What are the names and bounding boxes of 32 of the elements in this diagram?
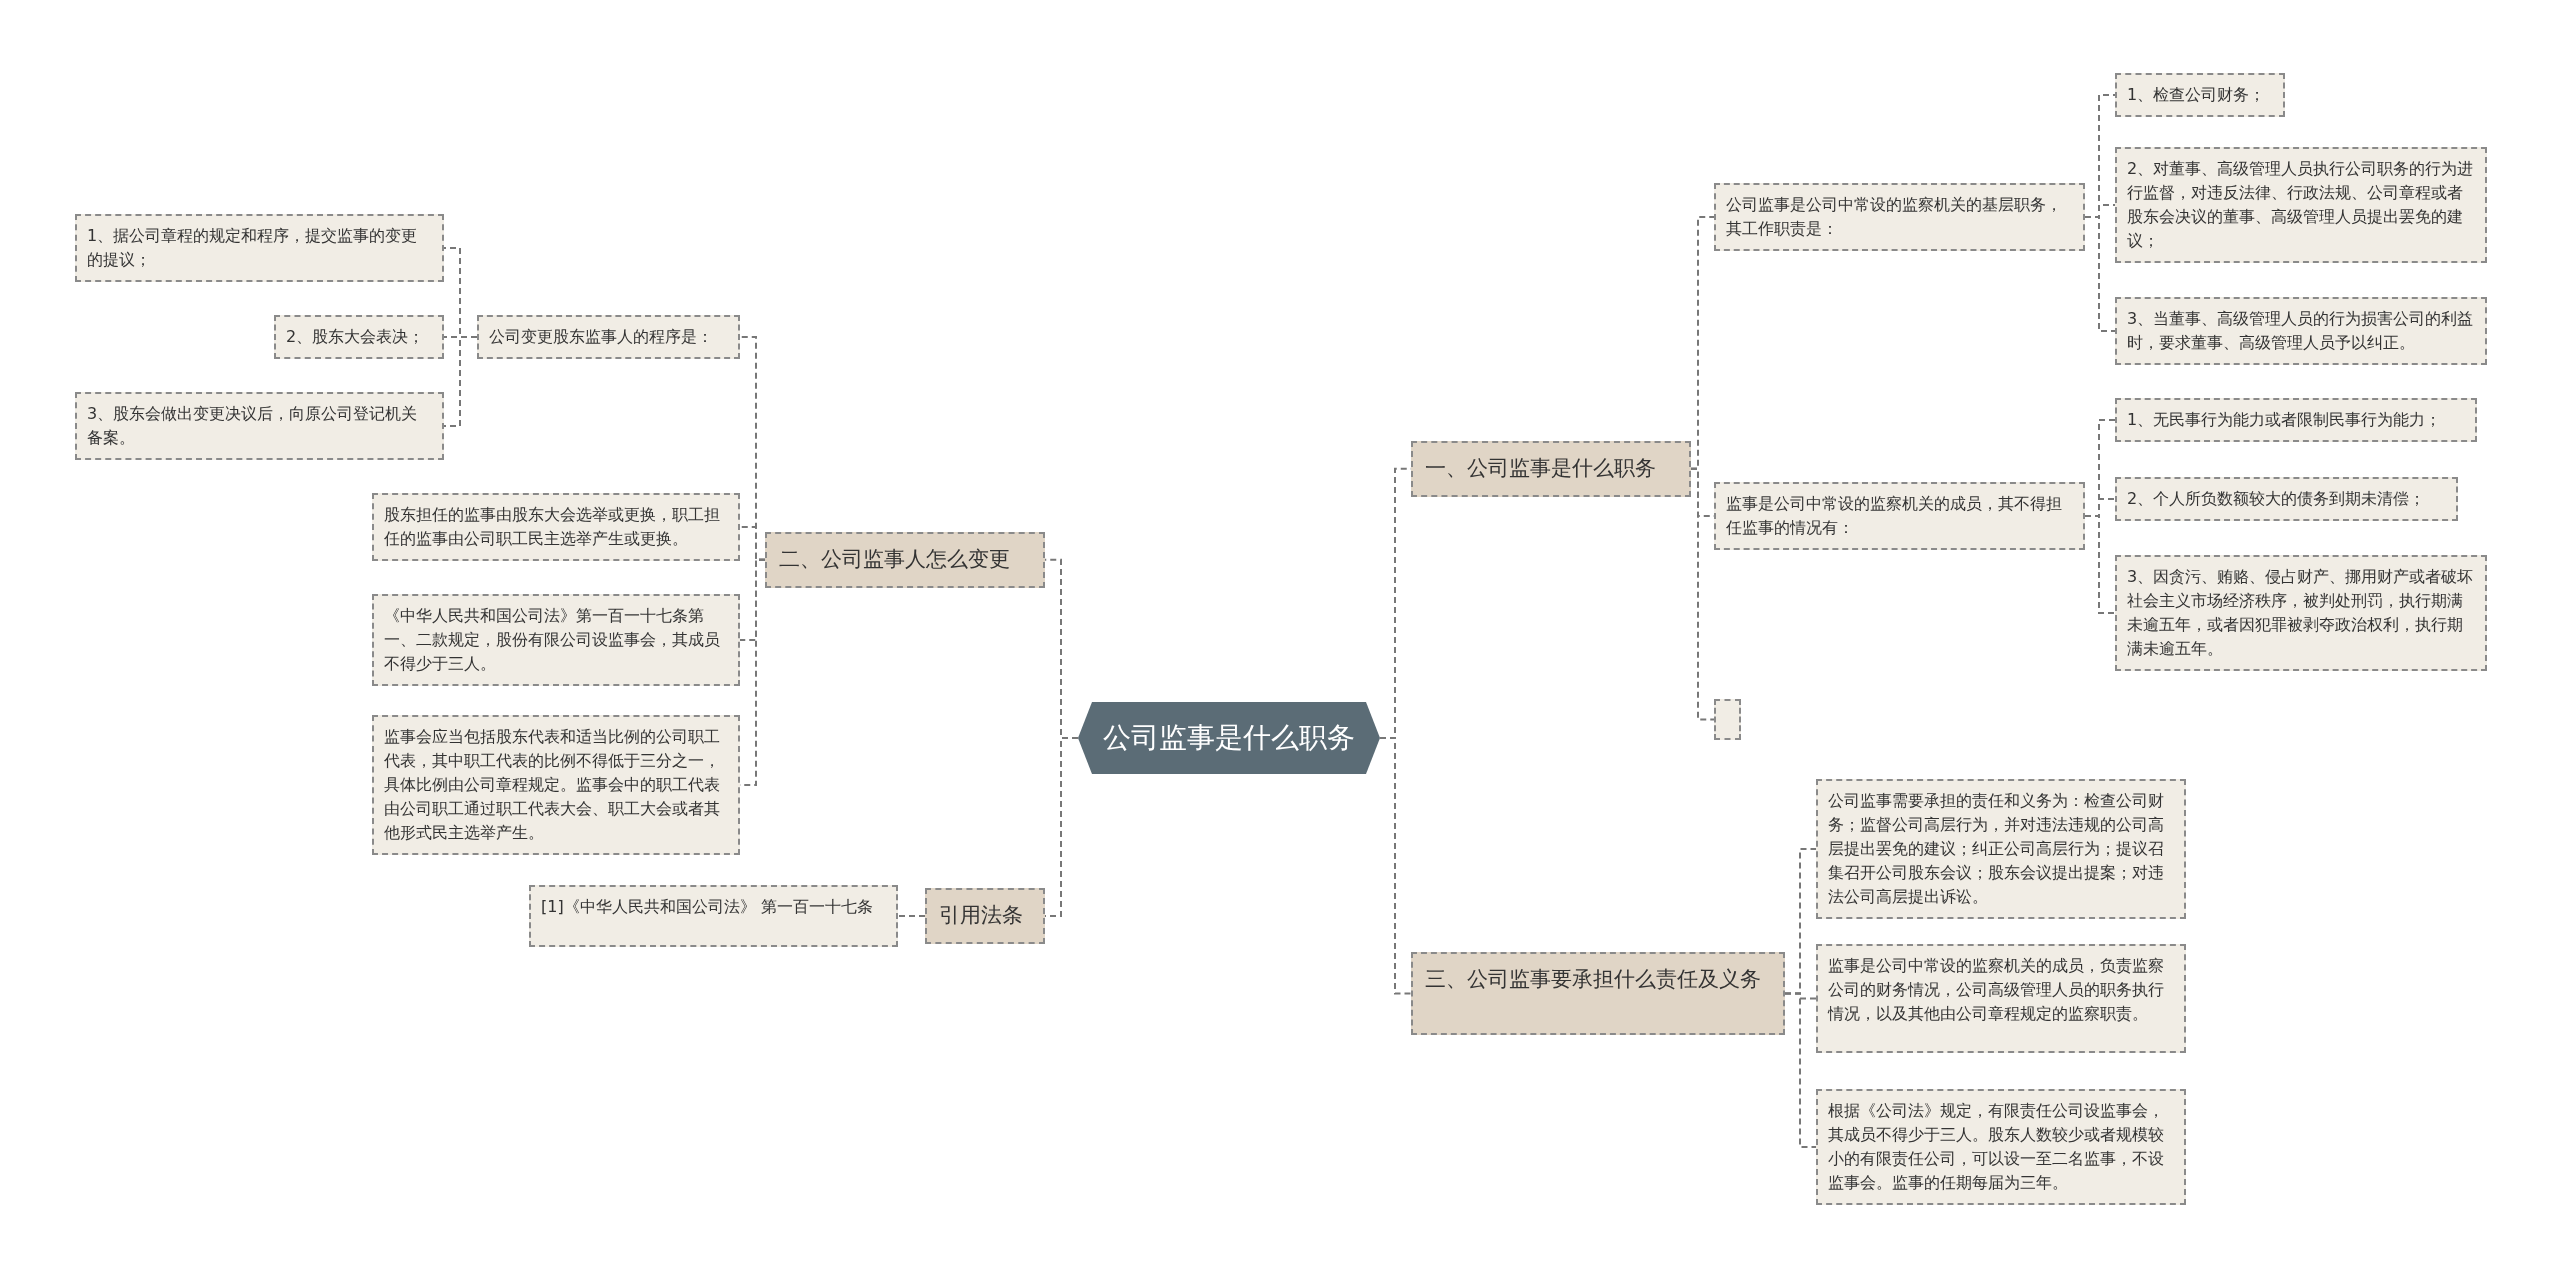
- note-box: 公司监事是公司中常设的监察机关的基层职务，其工作职责是：: [1714, 183, 2085, 251]
- topic-box: 一、公司监事是什么职务: [1411, 441, 1691, 497]
- topic-box: 三、公司监事要承担什么责任及义务: [1411, 952, 1785, 1035]
- connector: [443, 336, 478, 427]
- connector: [1784, 992, 1817, 1148]
- note-box: 根据《公司法》规定，有限责任公司设监事会，其成员不得少于三人。股东人数较少或者规模较小的有限责任公司，可以设一至二名监事，不设监事会。监事的任期每届为三年。: [1816, 1089, 2186, 1205]
- note-box: 2、股东大会表决；: [274, 315, 444, 359]
- topic-box: 二、公司监事人怎么变更: [765, 532, 1045, 588]
- note-box: 公司变更股东监事人的程序是：: [477, 315, 740, 359]
- note-box: 3、股东会做出变更决议后，向原公司登记机关备案。: [75, 392, 444, 460]
- note-box: 监事是公司中常设的监察机关的成员，其不得担任监事的情况有：: [1714, 482, 2085, 550]
- connector: [1690, 467, 1715, 721]
- note-box: [1]《中华人民共和国公司法》 第一百一十七条: [529, 885, 898, 947]
- note-box: 2、对董事、高级管理人员执行公司职务的行为进行监督，对违反法律、行政法规、公司章程或者股东会决议的董事、高级管理人员提出罢免的建议；: [2115, 147, 2487, 263]
- note-box: 1、无民事行为能力或者限制民事行为能力；: [2115, 398, 2477, 442]
- note-box: 3、因贪污、贿赂、侵占财产、挪用财产或者破坏社会主义市场经济秩序，被判处刑罚，执行期满未逾五年，或者因犯罪被剥夺政治权利，执行期满未逾五年。: [2115, 555, 2487, 671]
- note-box: 公司监事需要承担的责任和义务为：检查公司财务；监督公司高层行为，并对违法违规的公司高层提出罢免的建议；纠正公司高层行为；提议召集召开公司股东会议；股东会议提出提案；对违法公司高层提出诉讼。: [1816, 779, 2186, 919]
- note-box: 1、检查公司财务；: [2115, 73, 2285, 117]
- note-box: 监事是公司中常设的监察机关的成员，负责监察公司的财务情况，公司高级管理人员的职务执行情况，以及其他由公司章程规定的监察职责。: [1816, 944, 2186, 1053]
- note-box: 2、个人所负数额较大的债务到期未清偿；: [2115, 477, 2458, 521]
- note-box: 《中华人民共和国公司法》第一百一十七条第一、二款规定，股份有限公司设监事会，其成员不得少于三人。: [372, 594, 740, 686]
- note-box: 监事会应当包括股东代表和适当比例的公司职工代表，其中职工代表的比例不得低于三分之一，具体比例由公司章程规定。监事会中的职工代表由公司职工通过职工代表大会、职工大会或者其他形式民主选举产生。: [372, 715, 740, 855]
- central-topic: 公司监事是什么职务: [1078, 702, 1380, 774]
- connector: [2084, 216, 2116, 332]
- note-box: 1、据公司章程的规定和程序，提交监事的变更的提议；: [75, 214, 444, 282]
- note-box: 3、当董事、高级管理人员的行为损害公司的利益时，要求董事、高级管理人员予以纠正。: [2115, 297, 2487, 365]
- note-box: 股东担任的监事由股东大会选举或更换，职工担任的监事由公司职工民主选举产生或更换。: [372, 493, 740, 561]
- empty-box: [1714, 699, 1741, 740]
- topic-box: 引用法条: [925, 888, 1045, 944]
- connector: [2084, 515, 2116, 614]
- connector: [1379, 737, 1412, 995]
- connector: [897, 915, 926, 917]
